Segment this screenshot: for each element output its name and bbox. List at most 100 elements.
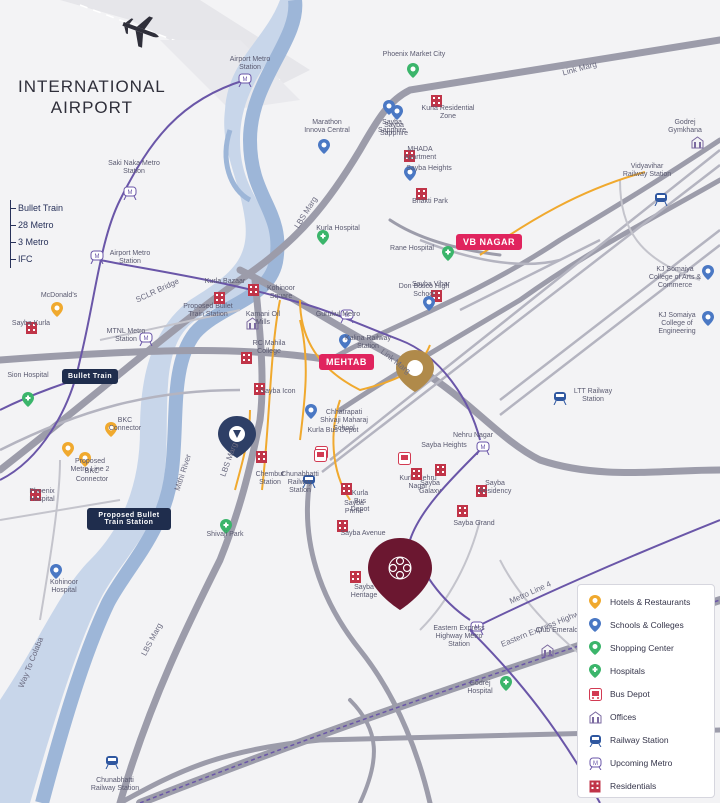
place-label: Shivaji Park [206, 531, 244, 538]
place-label: Sayba Avenue [340, 530, 386, 537]
place-label: Don Bosco High School [398, 283, 450, 298]
place-label: Kohinoor Square [266, 285, 296, 300]
metro-station-icon: M [123, 186, 137, 205]
place-label: Nehru Nagar [452, 432, 494, 439]
place-label: Vidyavihar Railway Station [622, 163, 672, 178]
hospital-icon [442, 246, 454, 266]
place-label: Kurla Bazaar [204, 278, 246, 285]
vb-nagar-badge: VB NAGAR [456, 234, 523, 250]
legend-item: Schools & Colleges [588, 618, 684, 632]
place-label: BKC Connector [108, 417, 142, 432]
metro-station-icon: M [139, 332, 153, 351]
project-site-pin [368, 538, 432, 610]
legend-item: Railway Station [588, 733, 669, 747]
legend-item: Offices [588, 710, 636, 724]
metro-icon: M [588, 756, 602, 770]
railway-icon [588, 733, 602, 747]
route-key: Bullet Train 28 Metro 3 Metro IFC [10, 200, 63, 268]
place-label: Sayba Galaxy [419, 480, 441, 495]
residential-icon [241, 351, 252, 369]
legend-item: Residentials [588, 779, 656, 793]
metro-line-4 [139, 599, 720, 803]
school-icon [588, 618, 602, 632]
route-key-item: 28 Metro [10, 217, 63, 234]
metro-station-icon: M [238, 73, 252, 92]
hotel-icon [105, 422, 117, 442]
legend-item: Hospitals [588, 664, 645, 678]
mithi-river [0, 0, 296, 803]
place-label: Kurla Hospital [316, 225, 360, 232]
residential-icon [254, 382, 265, 400]
place-label: Club Emerald [535, 627, 579, 634]
place-label: KJ Somaiya College of Engineering [658, 312, 696, 335]
place-label: Kurla Residential Zone [421, 105, 475, 120]
residential-icon [404, 149, 415, 167]
svg-text:M: M [128, 190, 133, 196]
place-label: Gurukul Metro [315, 311, 361, 318]
railway-station-icon [654, 192, 668, 211]
legend-item: Hotels & Restaurants [588, 595, 690, 609]
svg-text:M: M [593, 761, 598, 767]
secondary-pins [218, 350, 434, 458]
place-label: Sayba Sapphire [377, 119, 407, 134]
legend-label: Upcoming Metro [610, 758, 673, 768]
residential-icon [457, 504, 468, 522]
office-icon [246, 317, 259, 335]
place-label: BKC Connector [75, 468, 109, 483]
place-label: Phoenix Market City [382, 51, 446, 58]
hotel-icon [79, 452, 91, 472]
railway-station-icon [302, 474, 316, 493]
place-label: Eastern Express Highway Metro Station [433, 625, 485, 648]
place-label: Airport Metro Station [109, 250, 151, 265]
residential-icon [214, 291, 225, 309]
place-label: Sayba Residency [478, 480, 512, 495]
legend-label: Hotels & Restaurants [610, 597, 691, 607]
place-label: Saki Naka Metro Station [108, 160, 160, 175]
school-icon [423, 296, 435, 316]
bus-icon [588, 687, 602, 701]
residential-icon [30, 488, 41, 506]
legend-label: Railway Station [610, 735, 669, 745]
residential-icon [435, 463, 446, 481]
hospital-icon [220, 519, 232, 539]
shopping-icon [588, 641, 602, 655]
place-label: RC Mahila College [252, 340, 286, 355]
place-label: Marathon Innova Central [304, 119, 350, 134]
bus-depot-icon [314, 449, 327, 467]
place-label: Proposed Bullet Train Station [183, 303, 233, 318]
place-label: Kohinoor Hospital [49, 579, 79, 594]
railway-lines [0, 149, 720, 473]
legend-label: Offices [610, 712, 637, 722]
place-label: Rane Hospital [390, 245, 434, 252]
place-label: Sayba Heights [421, 442, 467, 449]
place-label: Sayba Icon [260, 388, 296, 395]
residential-icon [588, 779, 602, 793]
hotel-icon [588, 595, 602, 609]
legend-label: Shopping Center [610, 643, 674, 653]
mehtab-badge: MEHTAB [319, 354, 374, 370]
place-label: McDonald's [40, 292, 78, 299]
residential-icon [476, 484, 487, 502]
legend-label: Schools & Colleges [610, 620, 684, 630]
place-label: Sayba Prime [344, 500, 364, 515]
svg-text:M: M [345, 313, 350, 319]
legend: Hotels & Restaurants Schools & Colleges … [577, 584, 715, 798]
office-icon [588, 710, 602, 724]
residential-icon [256, 450, 267, 468]
place-label: Sayba Kurla [11, 320, 51, 327]
place-label: MHADA Apartment [403, 146, 437, 161]
school-icon [339, 334, 351, 354]
svg-text:M: M [481, 445, 486, 451]
place-label: Godrej Gymkhana [668, 119, 702, 134]
hospital-icon [317, 230, 329, 250]
residential-icon [416, 187, 427, 205]
place-label: KJ Somaiya College of Arts & Commerce [648, 266, 702, 289]
residential-icon [337, 519, 348, 537]
office-icon [541, 644, 554, 662]
place-label: Sayba Heights [406, 165, 452, 172]
place-label: Sayba Sapphire [379, 122, 409, 137]
residential-icon [350, 570, 361, 588]
svg-text:M: M [475, 625, 480, 631]
residential-icon [341, 482, 352, 500]
school-icon [391, 105, 403, 125]
